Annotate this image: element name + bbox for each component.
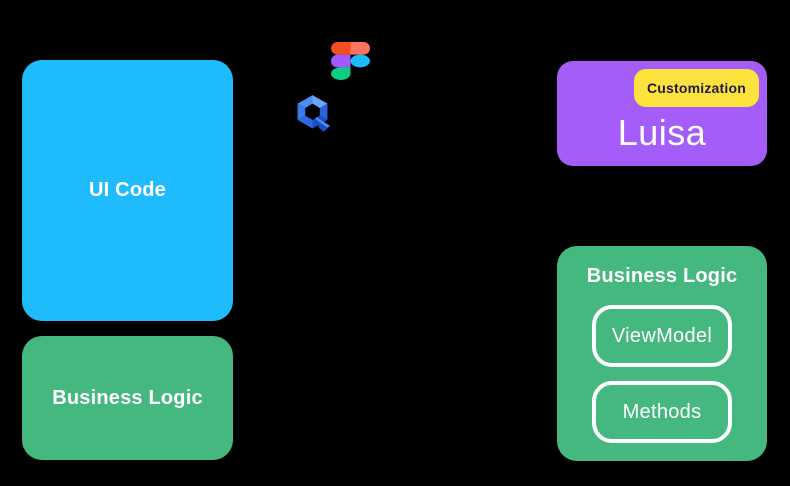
ui-code-box: UI Code <box>22 60 233 321</box>
methods-label: Methods <box>622 400 702 423</box>
business-logic-box-left: Business Logic <box>22 336 233 460</box>
viewmodel-box: ViewModel <box>592 305 732 367</box>
customization-badge: Customization <box>633 69 759 107</box>
business-logic-left-label: Business Logic <box>52 386 203 409</box>
luisa-box: Customization Luisa <box>557 61 767 166</box>
customization-badge-label: Customization <box>646 80 746 96</box>
qml-q-icon <box>297 95 331 132</box>
business-logic-right-title: Business Logic <box>586 265 738 287</box>
ui-code-label: UI Code <box>89 179 166 201</box>
business-logic-box-right: Business Logic ViewModel Methods <box>557 246 767 461</box>
methods-box: Methods <box>592 381 732 443</box>
luisa-label: Luisa <box>617 111 707 153</box>
viewmodel-label: ViewModel <box>611 324 713 347</box>
figma-icon <box>331 42 370 80</box>
